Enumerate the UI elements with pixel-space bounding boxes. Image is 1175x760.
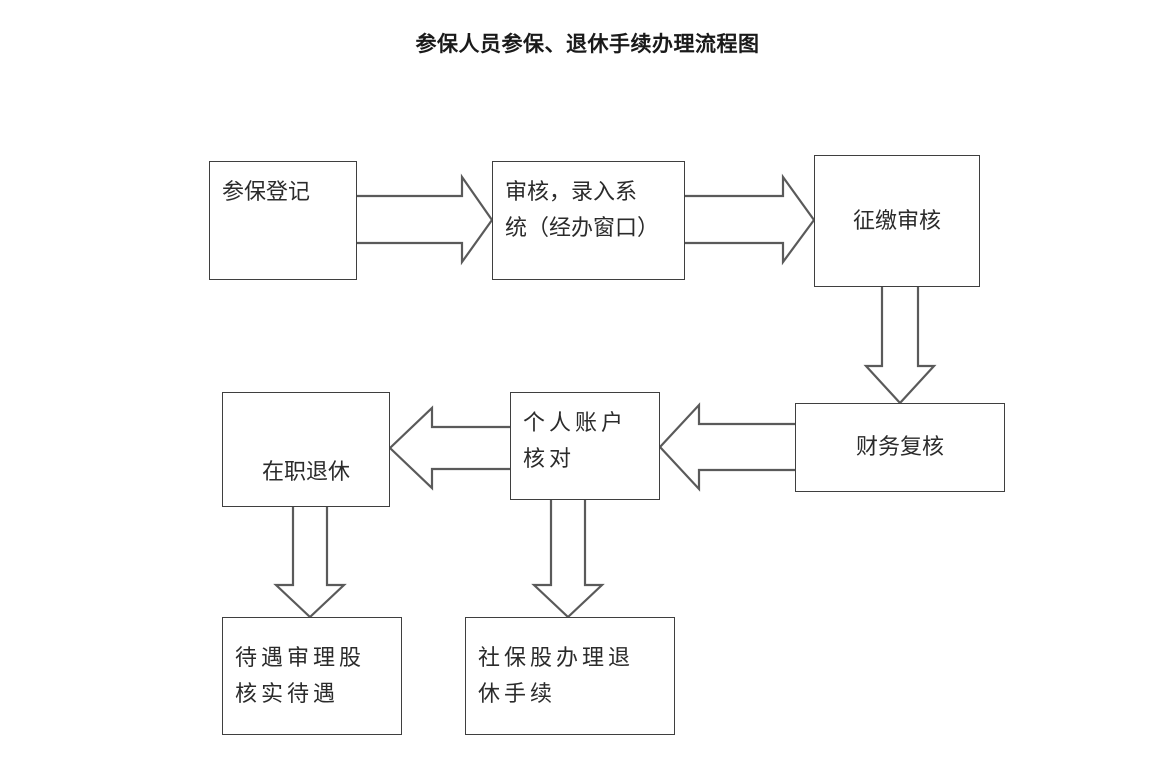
node-canbao-dengji-label: 参保登记 (222, 179, 311, 204)
node-shenhe-luru-label: 审核，录入系 统（经办窗口） (505, 179, 660, 241)
arrow-dengji-to-shenhe (357, 173, 494, 266)
node-canbao-dengji[interactable]: 参保登记 (209, 161, 357, 280)
node-geren-zhanghu[interactable]: 个人账户 核对 (510, 392, 660, 500)
arrow-geren-to-zaizhi (388, 405, 510, 491)
node-zhengjiao-shenhe-label: 征缴审核 (852, 207, 941, 233)
node-zaizhi-tuixiu[interactable]: 在职退休 (222, 392, 390, 507)
node-shenhe-luru[interactable]: 审核，录入系 统（经办窗口） (492, 161, 685, 280)
arrow-zaizhi-to-daiyu (273, 507, 347, 619)
node-zaizhi-tuixiu-label: 在职退休 (261, 458, 350, 484)
node-caiwu-fuhe-label: 财务复核 (855, 434, 944, 460)
arrow-zhengjiao-to-caiwu (863, 287, 937, 405)
node-daiyu-shenli[interactable]: 待遇审理股 核实待遇 (222, 617, 402, 735)
node-caiwu-fuhe[interactable]: 财务复核 (795, 403, 1005, 492)
page-title: 参保人员参保、退休手续办理流程图 (415, 33, 760, 56)
node-zhengjiao-shenhe[interactable]: 征缴审核 (814, 155, 980, 287)
arrow-geren-to-shebao (531, 500, 605, 619)
node-daiyu-shenli-label: 待遇审理股 核实待遇 (235, 644, 366, 706)
node-shebao-tuixiu[interactable]: 社保股办理退 休手续 (465, 617, 675, 735)
node-shebao-tuixiu-label: 社保股办理退 休手续 (478, 644, 635, 706)
arrow-caiwu-to-geren (658, 402, 795, 492)
arrow-shenhe-to-zhengjiao (685, 173, 816, 266)
node-geren-zhanghu-label: 个人账户 核对 (523, 410, 628, 472)
